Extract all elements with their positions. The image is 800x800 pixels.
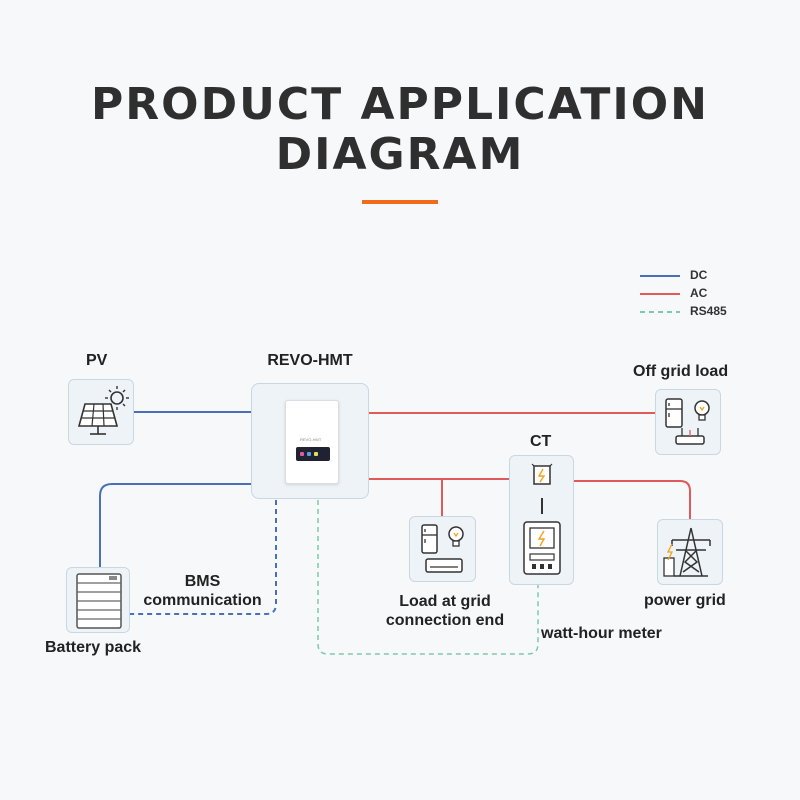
bms-dashed-line [130, 500, 277, 615]
off-grid-load-node [655, 389, 721, 455]
meter-icon [523, 463, 561, 575]
page-title: PRODUCT APPLICATION DIAGRAM [0, 80, 800, 180]
title-line-1: PRODUCT APPLICATION [91, 79, 709, 130]
inverter-unit: REVO-HMT [285, 400, 339, 484]
fridge-bulb-router-icon [665, 398, 710, 445]
legend-dc-label: DC [690, 268, 708, 282]
bms-label-line-2: communication [143, 592, 262, 609]
battery-node [66, 567, 130, 633]
fridge-bulb-ac-icon [421, 524, 464, 573]
title-underline [362, 200, 438, 204]
legend-ac-label: AC [690, 286, 708, 300]
pv-node [68, 379, 134, 445]
rs485-dashed-line [317, 500, 539, 655]
legend-rs485-label: RS485 [690, 304, 727, 318]
grid-load-node [409, 516, 476, 582]
off-grid-load-label: Off grid load [633, 363, 729, 380]
meter-label: watt-hour meter [541, 625, 662, 642]
pv-label: PV [86, 352, 108, 369]
ac-line-power-grid [573, 480, 691, 519]
transmission-tower-icon [663, 527, 711, 577]
inverter-label: REVO-HMT [267, 352, 353, 369]
solar-panel-icon [77, 386, 129, 435]
inverter-screen [296, 447, 330, 461]
grid-load-label-line-1: Load at grid [399, 593, 491, 610]
ct-meter-node [509, 455, 574, 585]
grid-load-label: Load at grid connection end [370, 592, 520, 630]
inverter-node: REVO-HMT [251, 383, 369, 499]
power-grid-label: power grid [644, 592, 726, 609]
inverter-brand-text: REVO-HMT [300, 437, 322, 442]
ct-label: CT [530, 433, 552, 450]
battery-stack-icon [76, 573, 122, 629]
bms-label-line-1: BMS [184, 573, 221, 590]
power-grid-node [657, 519, 723, 585]
battery-label: Battery pack [45, 639, 142, 656]
dc-line-battery [99, 483, 252, 567]
title-line-2: DIAGRAM [275, 129, 525, 180]
grid-load-label-line-2: connection end [385, 612, 505, 629]
bms-label: BMS communication [135, 572, 270, 610]
